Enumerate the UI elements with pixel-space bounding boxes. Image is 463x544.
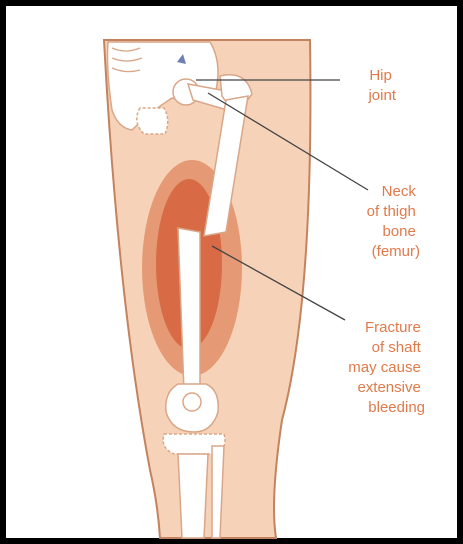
pubic-bone [137, 108, 168, 134]
neck-label-line: Neck [382, 183, 417, 200]
patella [183, 393, 201, 411]
tibia-shaft [178, 454, 208, 538]
fracture-label: Fracture of shaft may cause extensive bl… [348, 319, 425, 416]
hip-joint-label-line: Hip [369, 67, 392, 84]
neck-label-line: of thigh [367, 203, 416, 220]
hip-joint-label-line: joint [367, 87, 396, 104]
hip-joint-label: Hip joint [367, 67, 396, 104]
neck-label-line: (femur) [372, 243, 420, 260]
neck-of-femur-label: Neck of thigh bone (femur) [367, 183, 420, 260]
fracture-label-line: may cause [348, 359, 421, 376]
fracture-label-line: bleeding [368, 399, 425, 416]
fracture-label-line: extensive [357, 379, 420, 396]
fracture-label-line: Fracture [365, 319, 421, 336]
fracture-label-line: of shaft [372, 339, 422, 356]
neck-label-line: bone [382, 223, 415, 240]
